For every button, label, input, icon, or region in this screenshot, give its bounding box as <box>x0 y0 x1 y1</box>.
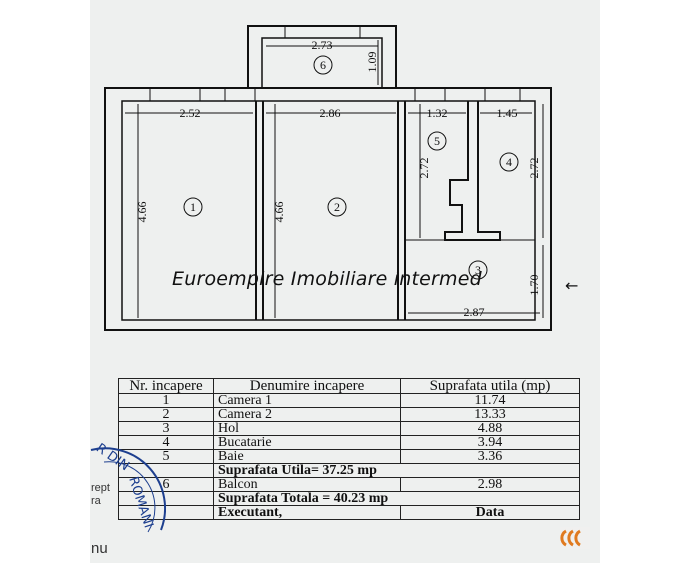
table-row: 6 Balcon 2.98 <box>118 477 580 492</box>
table-row: 4 Bucatarie 3.94 <box>118 435 580 450</box>
watermark: Euroempire Imobiliare intermed <box>172 268 482 290</box>
room-number: 2 <box>334 200 340 214</box>
row-name: Balcon <box>213 477 401 492</box>
executant-label: Executant, <box>213 505 401 520</box>
side-text: rept <box>91 482 110 494</box>
table-row: 2 Camera 2 13.33 <box>118 407 580 422</box>
row-nr: 3 <box>118 421 214 436</box>
dim-label: 2.52 <box>180 106 201 120</box>
row-nr: 1 <box>118 393 214 408</box>
table-row: 5 Baie 3.36 <box>118 449 580 464</box>
header-suprafata: Suprafata utila (mp) <box>400 378 580 394</box>
row-area: 13.33 <box>400 407 580 422</box>
row-name: Baie <box>213 449 401 464</box>
room-number: 3 <box>475 263 481 277</box>
total-row: Suprafata Totala = 40.23 mp <box>118 491 580 506</box>
outer-wall <box>104 87 552 331</box>
dim-label: 4.66 <box>135 202 149 223</box>
header-nr: Nr. incapere <box>118 378 214 394</box>
room-number: 5 <box>434 134 440 148</box>
dim-label: 1.09 <box>365 52 379 73</box>
window <box>149 87 201 102</box>
dim-label: 2.72 <box>527 158 541 179</box>
row-area: 4.88 <box>400 421 580 436</box>
table-header-row: Nr. incapere Denumire incapere Suprafata… <box>118 378 580 394</box>
room-circle <box>499 152 519 172</box>
total-util: Suprafata Utila= 37.25 mp <box>213 463 580 478</box>
room-number: 6 <box>320 58 326 72</box>
row-name: Camera 1 <box>213 393 401 408</box>
row-area: 3.94 <box>400 435 580 450</box>
dim-label: 1.70 <box>527 275 541 296</box>
dim-label: 1.45 <box>497 106 518 120</box>
row-name: Bucatarie <box>213 435 401 450</box>
room-circle <box>313 55 333 75</box>
dim-label: 4.66 <box>272 202 286 223</box>
footer-row: Executant, Data <box>118 505 580 520</box>
stamp: R DIN ROMANI <box>86 440 166 560</box>
row-area: 3.36 <box>400 449 580 464</box>
room-circle <box>468 260 488 280</box>
total-suprafata: Suprafata Totala = 40.23 mp <box>213 491 580 506</box>
row-name: Camera 2 <box>213 407 401 422</box>
dim-label: 2.73 <box>312 38 333 52</box>
row-name: Hol <box>213 421 401 436</box>
rooms-table: Nr. incapere Denumire incapere Suprafata… <box>118 378 580 520</box>
table-row: 1 Camera 1 11.74 <box>118 393 580 408</box>
table-row: 3 Hol 4.88 <box>118 421 580 436</box>
bath-kitchen-wall <box>444 101 501 241</box>
dim-label: 2.86 <box>320 106 341 120</box>
inner-wall-line <box>121 100 536 321</box>
total-util-row: Suprafata Utila= 37.25 mp <box>118 463 580 478</box>
side-text: nu <box>91 540 108 557</box>
header-denumire: Denumire incapere <box>213 378 401 394</box>
data-label: Data <box>400 505 580 520</box>
room-number: 1 <box>190 200 196 214</box>
row-nr: 6 <box>118 477 214 492</box>
window <box>414 87 446 102</box>
dim-label: 1.32 <box>427 106 448 120</box>
stamp-ring <box>90 447 166 533</box>
window <box>484 87 521 102</box>
row-nr: 2 <box>118 407 214 422</box>
window <box>224 87 256 102</box>
dim-label: 2.87 <box>464 305 485 319</box>
side-text: ra <box>91 495 101 507</box>
room-number: 4 <box>506 155 512 169</box>
room-circle <box>427 131 447 151</box>
logo-icon <box>560 527 590 549</box>
window <box>284 25 361 39</box>
room-circle <box>183 197 203 217</box>
row-area: 11.74 <box>400 393 580 408</box>
arrow-left-icon: ← <box>565 276 579 295</box>
dim-label: 2.72 <box>417 158 431 179</box>
room-circle <box>327 197 347 217</box>
row-area: 2.98 <box>400 477 580 492</box>
